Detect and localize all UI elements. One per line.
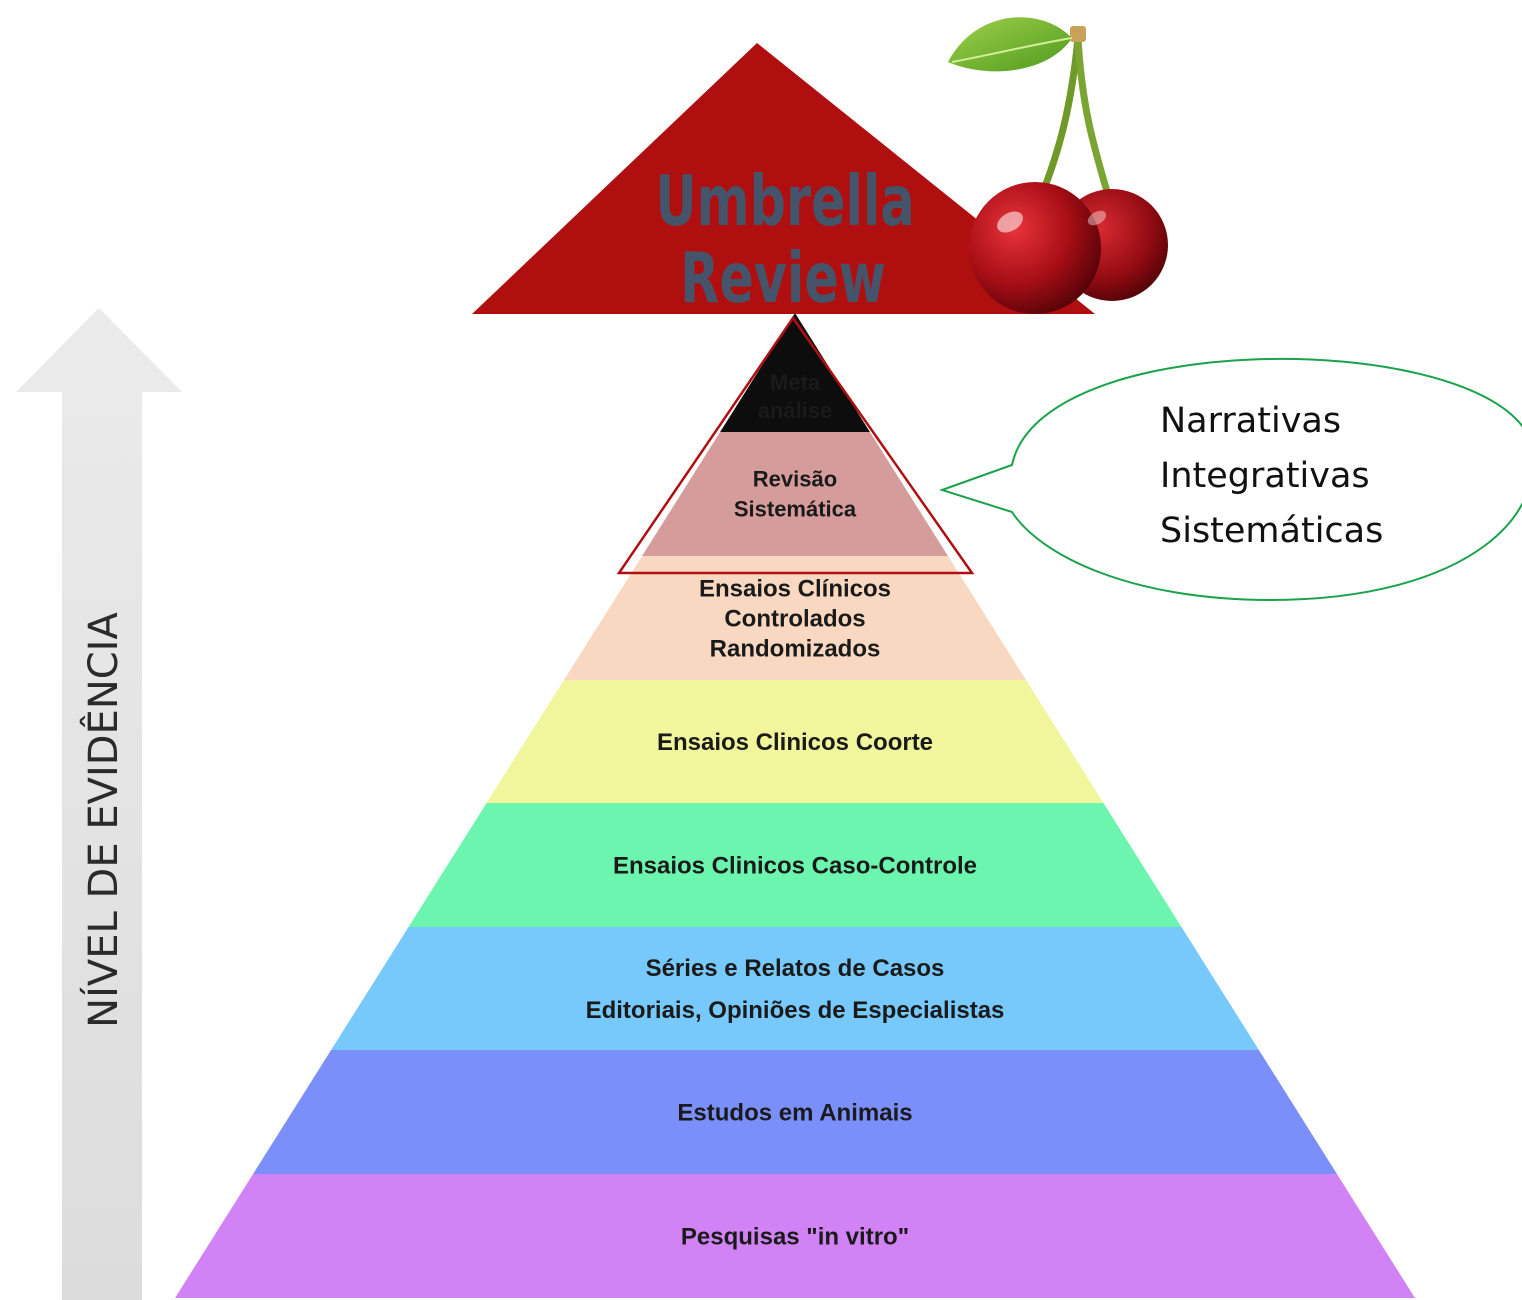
callout-line-3: Sistemáticas <box>1160 511 1383 551</box>
arrow-up-icon <box>16 308 182 1300</box>
pyramid-level-6-label: Séries e Relatos de Casos <box>646 955 945 982</box>
pyramid-level-3-label: Ensaios Clínicos <box>699 575 891 602</box>
umbrella-review-cap: Umbrella Review <box>472 43 1095 319</box>
pyramid-level-8-label: Pesquisas "in vitro" <box>681 1223 909 1250</box>
pyramid-level-7-label: Estudos em Animais <box>677 1099 912 1126</box>
pyramid-level-4-label: Ensaios Clinicos Coorte <box>657 729 933 756</box>
pyramid-level-6 <box>331 927 1259 1050</box>
umbrella-label-line-1: Umbrella <box>655 162 914 242</box>
pyramid-level-1-label: análise <box>758 398 833 423</box>
pyramid-level-3-label: Controlados <box>724 605 865 632</box>
pyramid-level-3 <box>563 556 1027 680</box>
pyramid-level-8 <box>175 1174 1415 1298</box>
pyramid-level-5 <box>408 803 1182 927</box>
pyramid-level-5-label: Ensaios Clinicos Caso-Controle <box>613 852 977 879</box>
axis-label: NÍVEL DE EVIDÊNCIA <box>79 612 127 1028</box>
highlight-outline <box>616 315 975 575</box>
callout-line-2: Integrativas <box>1160 456 1370 496</box>
pyramid-level-2 <box>642 432 948 556</box>
umbrella-label-line-2: Review <box>680 239 886 319</box>
pyramid-level-6-label: Editoriais, Opiniões de Especialistas <box>586 997 1005 1024</box>
pyramid-level-1 <box>720 313 870 432</box>
pyramid-level-1-label: Meta <box>770 370 821 395</box>
umbrella-triangle <box>472 43 1095 314</box>
evidence-level-arrow: NÍVEL DE EVIDÊNCIA <box>16 308 182 1300</box>
callout-line-1: Narrativas <box>1160 401 1341 441</box>
pyramid-level-2-label: Sistemática <box>734 497 857 522</box>
callout-bubble: Narrativas Integrativas Sistemáticas <box>938 357 1522 602</box>
pyramid-level-7 <box>253 1050 1337 1174</box>
callout-shape <box>938 357 1522 602</box>
pyramid-level-2-label: Revisão <box>753 467 837 492</box>
pyramid-level-3-label: Randomizados <box>710 635 881 662</box>
cherry-icon <box>948 17 1168 314</box>
pyramid-level-4 <box>486 680 1104 803</box>
